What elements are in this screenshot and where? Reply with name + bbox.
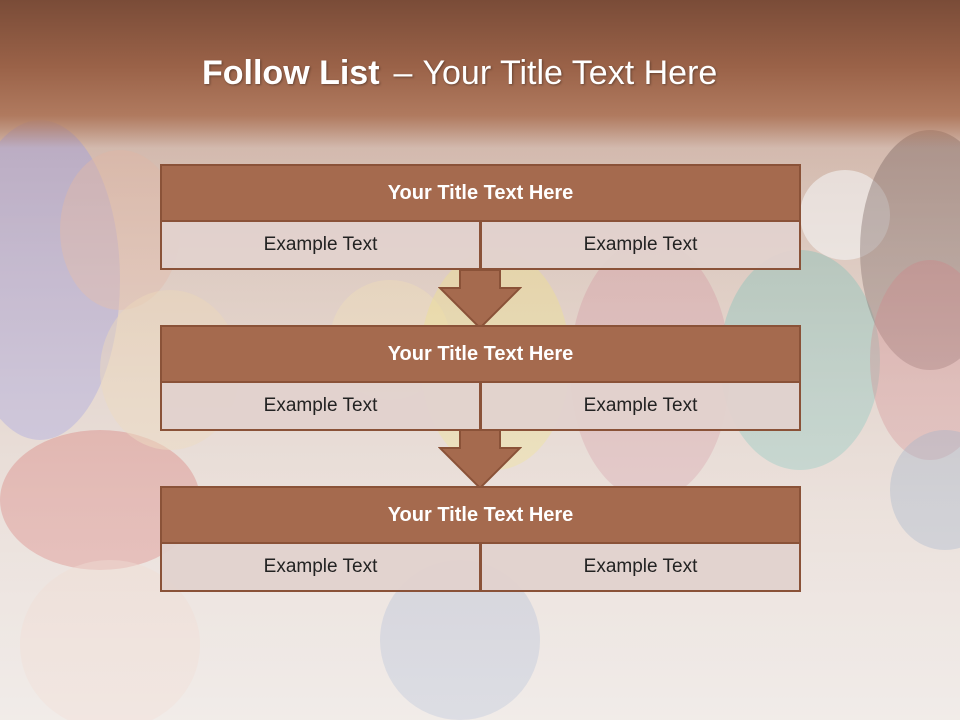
block-cell-left: Example Text [160, 222, 481, 270]
title-bold: Follow List [202, 54, 380, 92]
block-heading: Your Title Text Here [160, 164, 801, 222]
down-arrow-icon [438, 430, 522, 490]
title-separator: – [393, 54, 413, 92]
block-heading: Your Title Text Here [160, 486, 801, 544]
block-cell-right: Example Text [481, 222, 801, 270]
block-heading: Your Title Text Here [160, 325, 801, 383]
title-banner [0, 0, 960, 148]
block-cell-right: Example Text [481, 383, 801, 431]
down-arrow-icon [438, 270, 522, 330]
follow-block-3: Your Title Text Here Example Text Exampl… [160, 486, 801, 592]
follow-block-2: Your Title Text Here Example Text Exampl… [160, 325, 801, 431]
block-cell-right: Example Text [481, 544, 801, 592]
follow-block-1: Your Title Text Here Example Text Exampl… [160, 164, 801, 270]
block-cell-left: Example Text [160, 544, 481, 592]
block-cell-left: Example Text [160, 383, 481, 431]
title-rest: Your Title Text Here [422, 54, 718, 92]
